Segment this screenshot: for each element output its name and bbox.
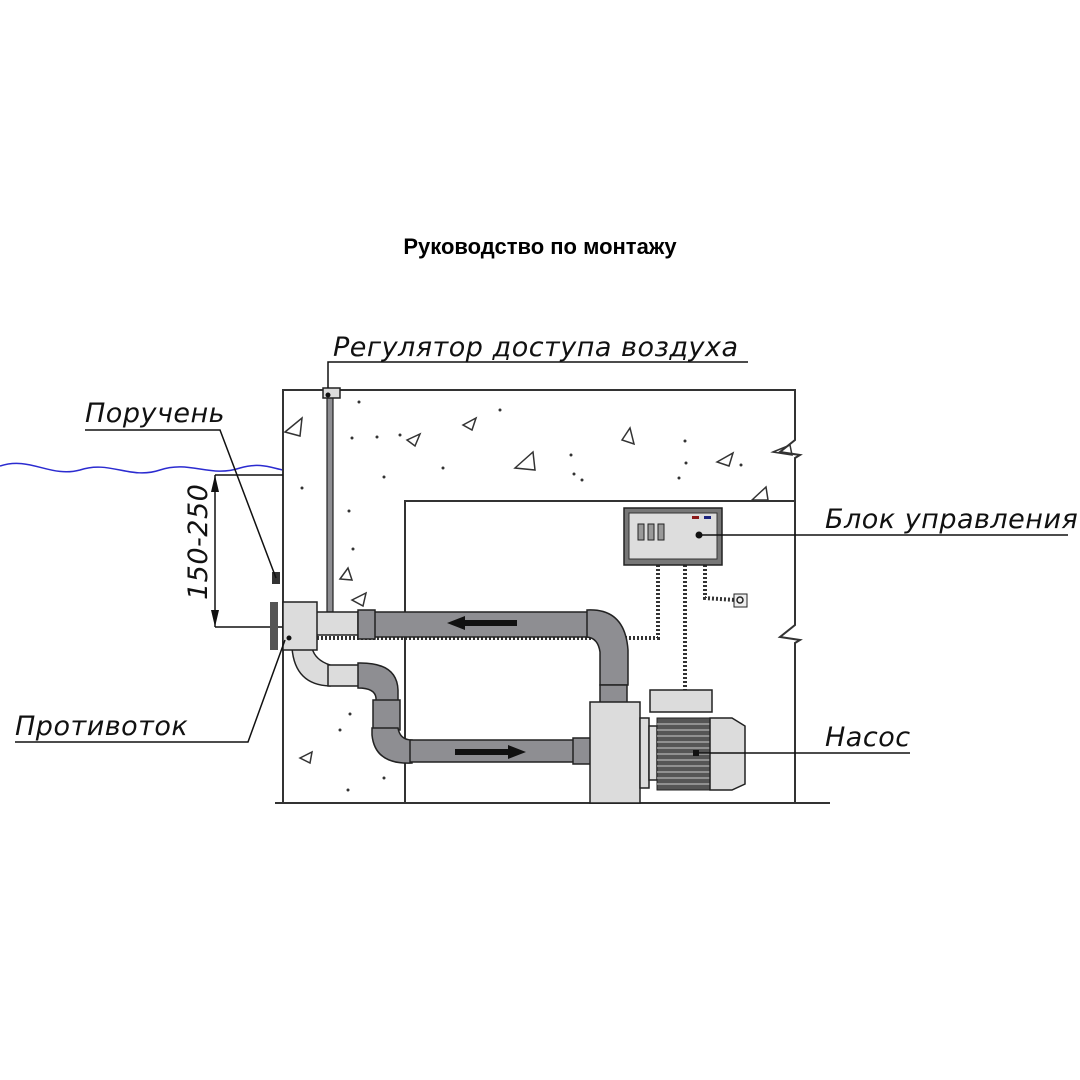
- pump-label: Насос: [825, 722, 911, 753]
- counterflow-unit: [270, 601, 318, 651]
- pipework: [291, 609, 629, 765]
- depth-dimension: 150-250: [183, 474, 283, 628]
- water-surface: [0, 462, 284, 474]
- air-regulator: [322, 387, 341, 613]
- control-unit: [623, 507, 723, 566]
- counterflow-label: Противоток: [15, 711, 188, 742]
- air-regulator-label: Регулятор доступа воздуха: [333, 332, 739, 363]
- pump: [589, 689, 746, 804]
- control-unit-label: Блок управления: [825, 504, 1078, 535]
- flow-arrow-left: [447, 616, 517, 630]
- flow-arrow-right: [455, 745, 526, 759]
- concrete-wall: [275, 389, 830, 804]
- cables: [316, 565, 748, 690]
- handrail-label: Поручень: [85, 398, 225, 429]
- dimension-label: 150-250: [183, 484, 214, 600]
- page-title: Руководство по монтажу: [403, 234, 677, 259]
